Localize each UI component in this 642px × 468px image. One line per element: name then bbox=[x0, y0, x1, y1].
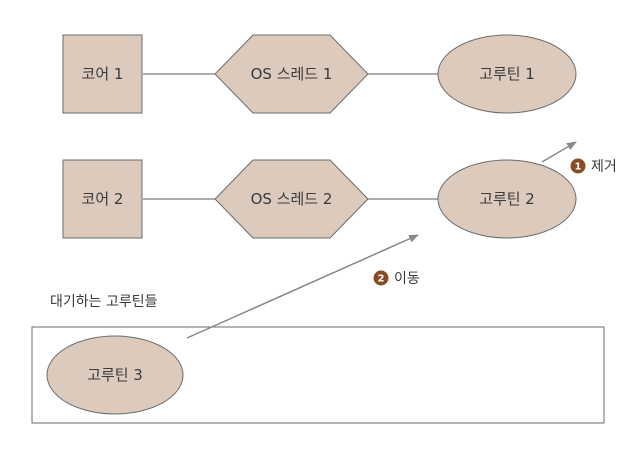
goroutine-3-ellipse bbox=[46, 335, 184, 415]
badge-1-icon bbox=[570, 158, 586, 174]
core-1-box bbox=[62, 34, 143, 114]
removal-arrow bbox=[541, 141, 577, 163]
row-1: 코어 1 OS 스레드 1 고루틴 1 bbox=[62, 34, 577, 114]
badge-2-number: 2 bbox=[378, 274, 385, 285]
core-2-box bbox=[62, 159, 143, 239]
goroutine-2-ellipse bbox=[437, 159, 577, 239]
core-1-label: 코어 1 bbox=[82, 65, 124, 83]
badge-1-number: 1 bbox=[575, 162, 582, 173]
move-label: 이동 bbox=[394, 271, 420, 287]
goroutine-3-label: 고루틴 3 bbox=[87, 366, 143, 384]
goroutine-1-ellipse bbox=[437, 34, 577, 114]
os-thread-2-hexagon bbox=[214, 159, 369, 239]
goroutine-1-label: 고루틴 1 bbox=[479, 65, 535, 83]
removal-label: 제거 bbox=[591, 159, 617, 175]
row-2: 코어 2 OS 스레드 2 고루틴 2 bbox=[62, 159, 577, 239]
os-thread-2-label: OS 스레드 2 bbox=[251, 190, 333, 208]
badge-2-icon bbox=[373, 270, 389, 286]
os-thread-1-label: OS 스레드 1 bbox=[251, 65, 333, 83]
removal-annotation: 1 제거 bbox=[541, 141, 617, 175]
waiting-goroutines-label: 대기하는 고루틴들 bbox=[50, 294, 158, 310]
core-2-label: 코어 2 bbox=[82, 190, 124, 208]
move-arrow bbox=[186, 234, 419, 339]
move-annotation: 2 이동 bbox=[186, 234, 420, 339]
goroutine-2-label: 고루틴 2 bbox=[479, 190, 535, 208]
os-thread-1-hexagon bbox=[214, 34, 369, 114]
